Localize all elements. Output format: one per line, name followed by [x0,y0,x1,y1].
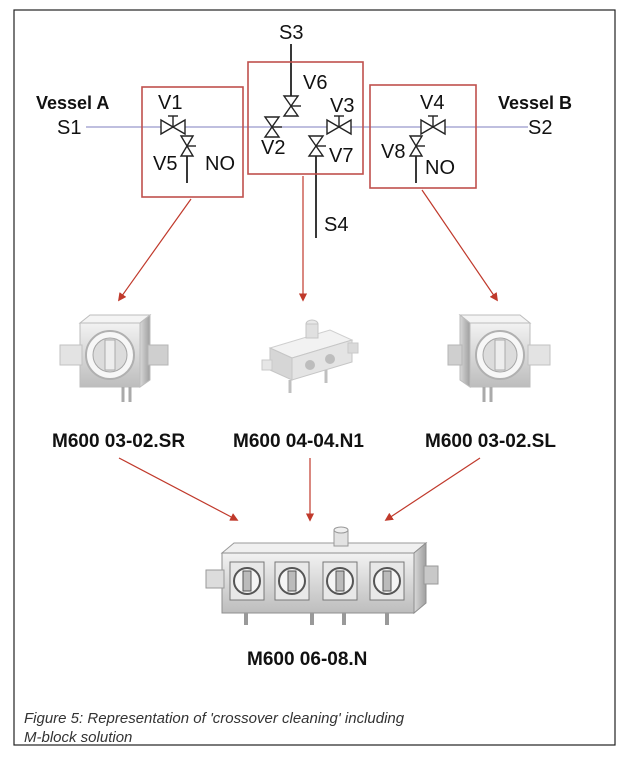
valve-symbol-v6 [282,95,301,117]
valve-symbol-v2 [263,116,282,138]
valve-symbol-v7 [307,135,326,157]
arrow-right-box-to-part [421,189,498,302]
part-image-n1 [261,319,359,393]
valve-symbol-v3 [326,115,352,136]
vessel-b-label: Vessel B [498,93,572,113]
no-label-right: NO [425,157,455,179]
v6-label: V6 [303,72,327,94]
s2-label: S2 [528,117,552,139]
vessel-a-label: Vessel A [36,93,109,113]
figure-caption-line-1: Figure 5: Representation of 'crossover c… [24,710,405,727]
valve-symbol-v4 [420,115,446,136]
part-image-sl [447,313,551,402]
v8-label: V8 [381,141,405,163]
arrow-left-box-to-part [118,198,192,302]
no-label-left: NO [205,153,235,175]
valve-box-center [247,61,364,175]
s1-label: S1 [57,117,81,139]
valve-symbol-v8 [408,135,425,157]
s4-label: S4 [324,214,348,236]
part-label-combined: M600 06-08.N [247,649,367,670]
part-label-sr: M600 03-02.SR [52,431,185,452]
part-image-sr [59,313,169,402]
figure-border [13,9,616,746]
v2-label: V2 [261,137,285,159]
v7-label: V7 [329,145,353,167]
v3-label: V3 [330,95,354,117]
valve-symbol-v5 [179,135,196,157]
part-label-sl: M600 03-02.SL [425,431,556,452]
part-image-combined [205,526,439,625]
v4-label: V4 [420,92,444,114]
valve-box-right [369,84,477,189]
v1-label: V1 [158,92,182,114]
arrow-sr-to-combined [118,457,239,521]
valve-box-left [141,86,244,198]
v5-label: V5 [153,153,177,175]
valve-symbol-v1 [160,115,186,136]
s3-label: S3 [279,22,303,44]
figure-caption-line-2: M-block solution [24,729,132,746]
part-label-n1: M600 04-04.N1 [233,431,364,452]
arrow-sl-to-combined [384,457,481,521]
